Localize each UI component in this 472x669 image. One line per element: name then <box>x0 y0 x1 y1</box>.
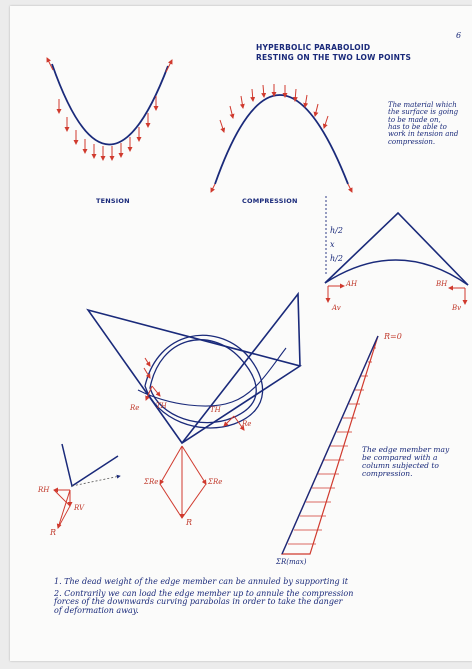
t-left-label: TH <box>156 402 167 410</box>
tension-parabola-sketch <box>46 57 173 161</box>
bh-label: BH <box>436 280 448 288</box>
bv-label: Bv <box>452 304 462 312</box>
r-zero-label: R=0 <box>384 332 402 341</box>
rh-label: RH <box>38 486 50 494</box>
material-side-note: The material which the surface is going … <box>388 101 459 146</box>
tension-label: TENSION <box>96 197 130 205</box>
title-line-1: HYPERBOLIC PARABOLOID <box>256 43 371 52</box>
footnote-1: 1. The dead weight of the edge member ca… <box>54 577 348 586</box>
r-left-label: R <box>50 528 57 537</box>
r-max-label: ΣR(max) <box>276 558 307 566</box>
t-right-label: TH <box>210 406 221 414</box>
notebook-page: HYPERBOLIC PARABOLOID RESTING ON THE TWO… <box>10 6 472 661</box>
edge-truss-sketch <box>324 196 469 305</box>
load-distribution-diagram <box>281 335 379 555</box>
ah-label: AH <box>346 280 358 288</box>
r-bottom-label: R <box>186 518 193 527</box>
compression-arch-sketch <box>210 84 353 193</box>
re-left-label: Re <box>130 404 140 412</box>
sketch-drawings <box>46 57 469 555</box>
footnote-2: 2. Contrarily we can load the edge membe… <box>54 589 354 615</box>
h-half-bottom-label: h/2 <box>330 254 343 263</box>
page-number: 6 <box>456 31 462 40</box>
sum-re-left-label: ΣRe <box>144 478 159 486</box>
column-reaction-sketch <box>53 443 121 529</box>
compression-label: COMPRESSION <box>242 197 298 205</box>
av-label: Av <box>332 304 341 312</box>
sum-re-right-label: ΣRe <box>208 478 223 486</box>
h-half-top-label: h/2 <box>330 226 343 235</box>
times-label: x <box>330 240 335 249</box>
title-line-2: RESTING ON THE TWO LOW POINTS <box>256 53 412 62</box>
hypar-sketch <box>86 291 302 519</box>
rv-label: RV <box>74 504 85 512</box>
re-right-label: Re <box>242 420 252 428</box>
edge-member-note: The edge member may be compared with a c… <box>362 445 450 478</box>
